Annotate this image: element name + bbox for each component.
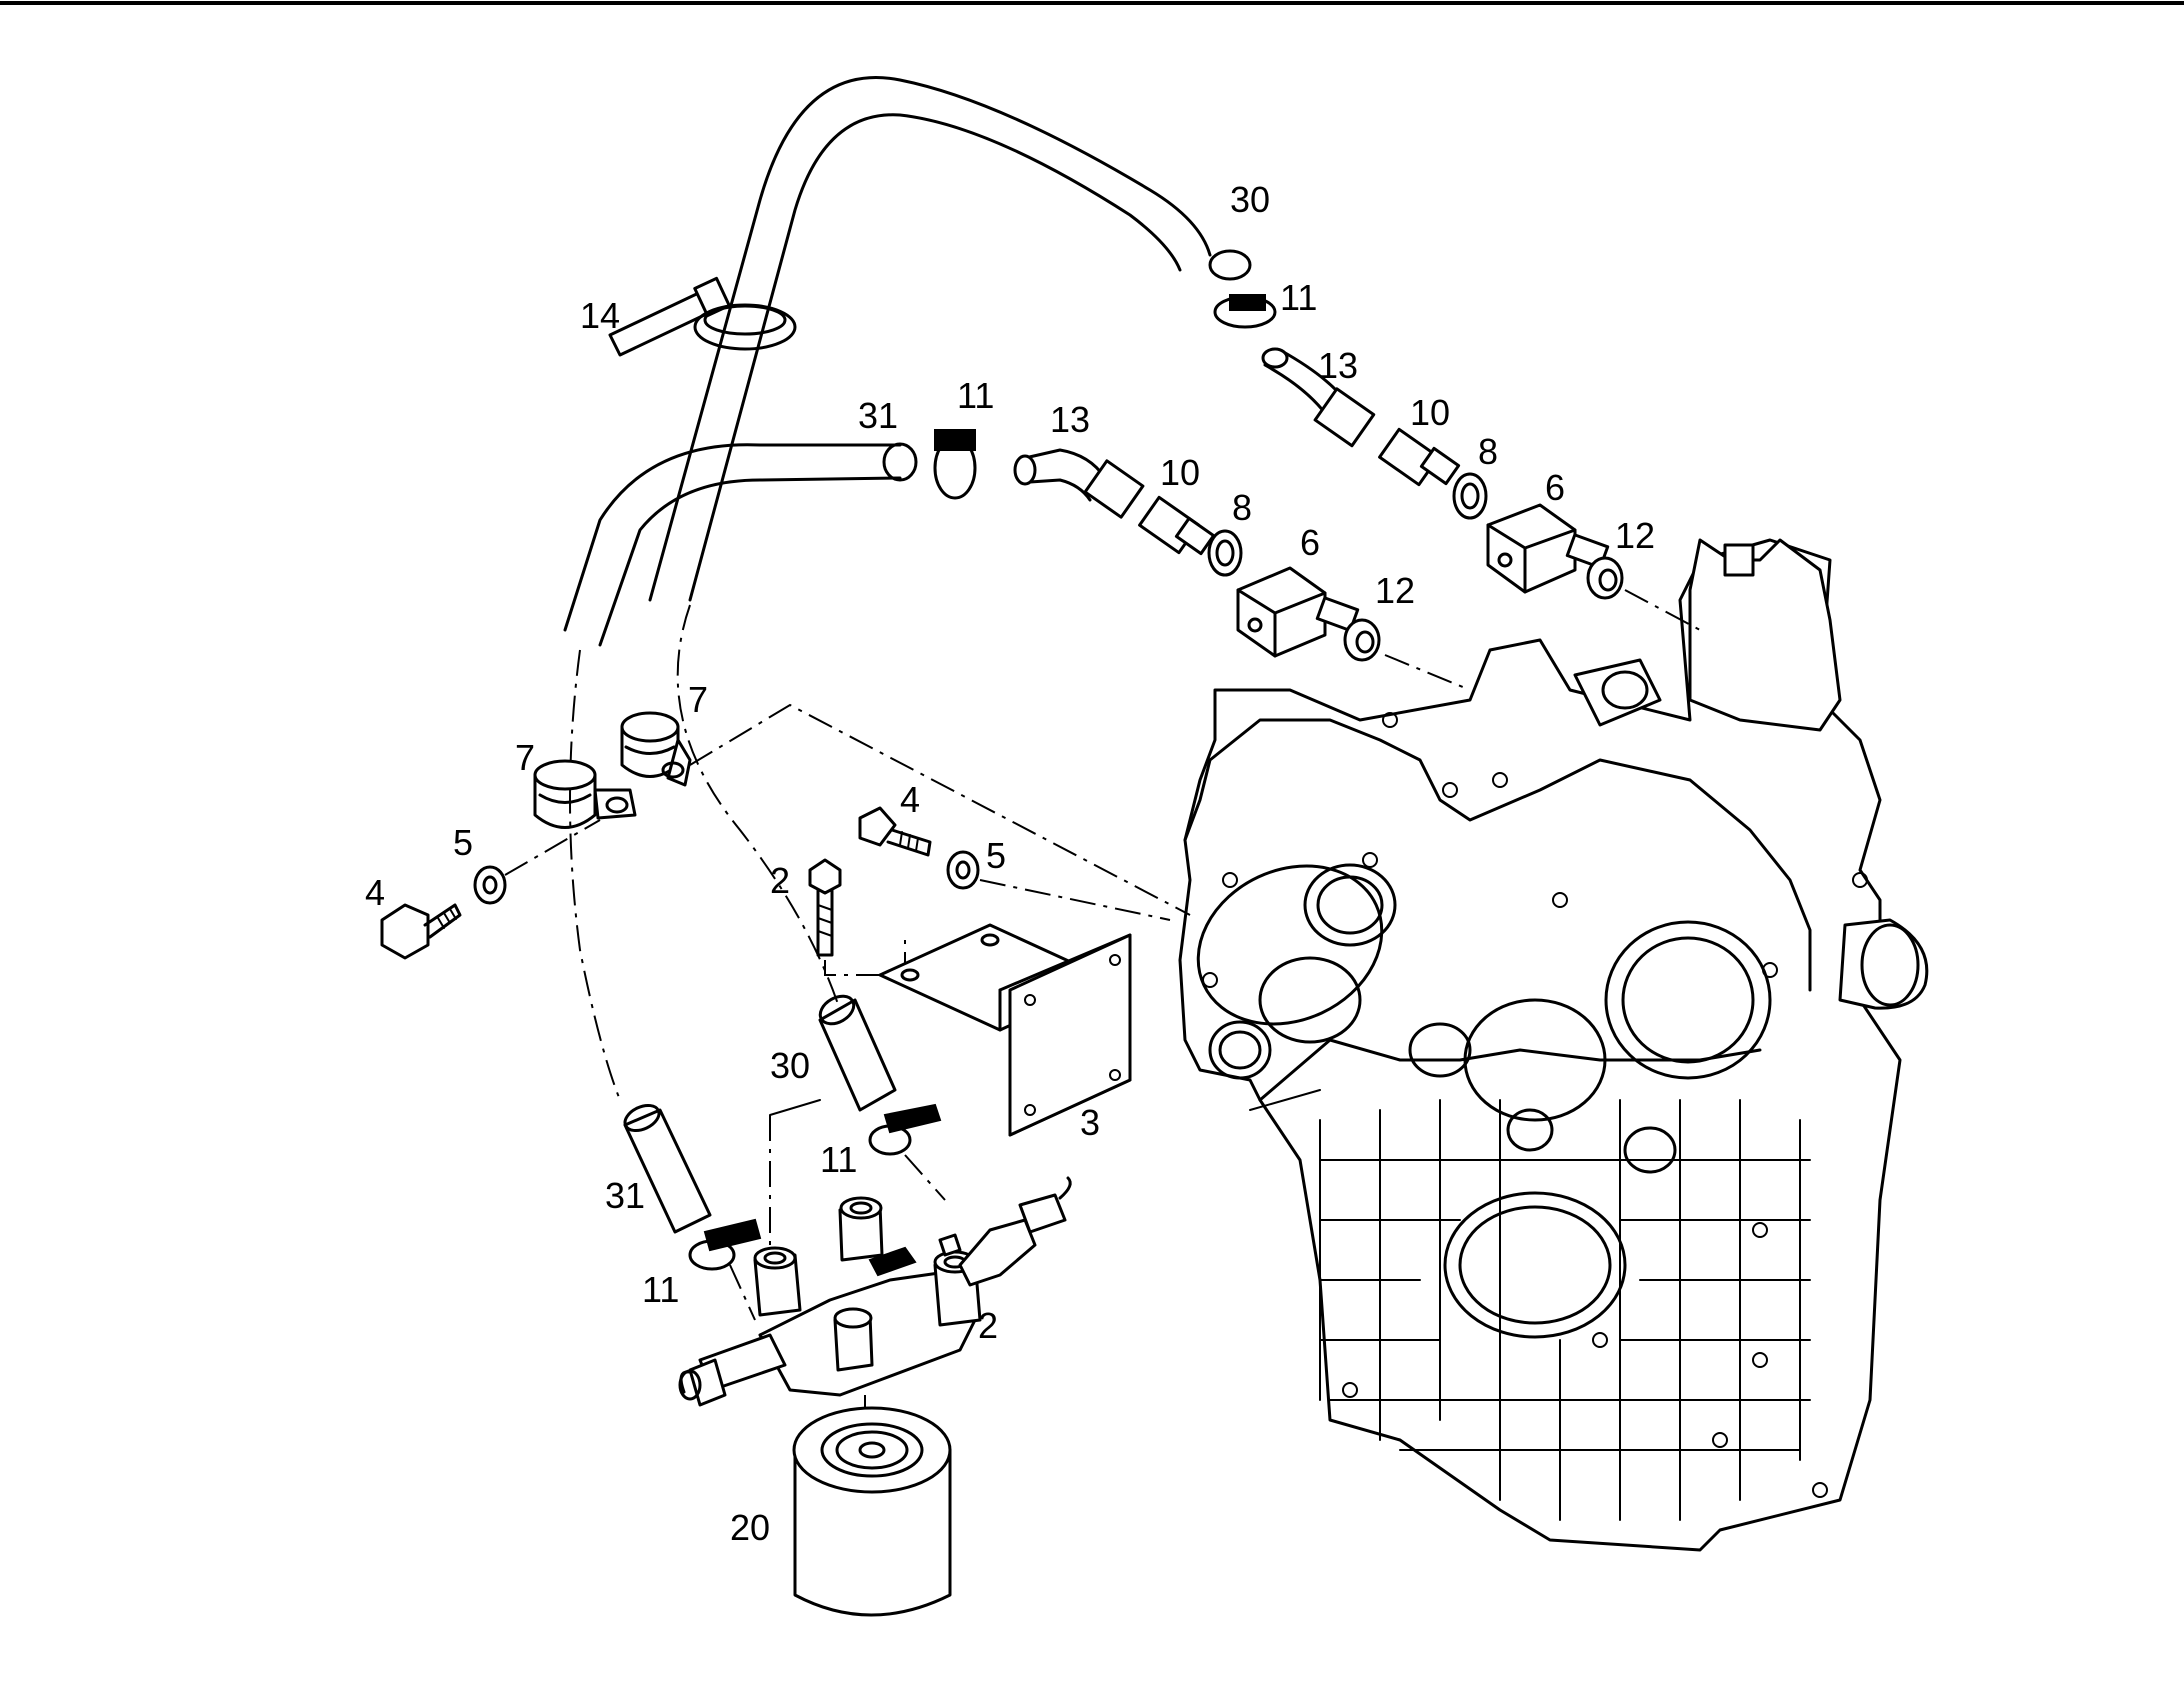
bolt-2-upper — [808, 858, 842, 957]
label-12-middle: 12 — [1375, 570, 1415, 611]
leader-30-lower-tick — [769, 1099, 821, 1116]
bolt-4-left — [380, 903, 462, 960]
leader-12-top — [1624, 589, 1701, 631]
clip-7-right — [620, 711, 692, 787]
block-6-top — [1486, 503, 1610, 594]
leader-5-middle — [979, 879, 1171, 921]
label-2-bolt: 2 — [770, 860, 790, 901]
engine-timing-case — [1178, 538, 1929, 1552]
label-11-middle: 11 — [957, 375, 994, 416]
elbow-13-middle — [1013, 448, 1145, 519]
hose-30-lower — [818, 994, 897, 1112]
leader-11-bottom — [729, 1264, 756, 1321]
label-7-right: 7 — [688, 679, 708, 720]
label-31-top: 31 — [858, 395, 898, 436]
label-11-bottom: 11 — [642, 1269, 679, 1310]
label-13-middle: 13 — [1050, 399, 1090, 440]
clamp-11-right — [868, 1103, 942, 1156]
leader-12-middle — [1384, 654, 1471, 691]
label-13-top: 13 — [1318, 345, 1358, 386]
label-4-left: 4 — [365, 872, 385, 913]
label-31-bottom: 31 — [605, 1175, 645, 1216]
leader-30-upper-down — [676, 604, 841, 1011]
nut-12-middle — [1343, 618, 1381, 662]
leader-2-bolt — [824, 940, 906, 976]
label-10-top: 10 — [1410, 392, 1450, 433]
label-30-top: 30 — [1230, 179, 1270, 220]
hose-31-upper — [563, 442, 918, 647]
label-6-top: 6 — [1545, 467, 1565, 508]
label-5-left: 5 — [453, 822, 473, 863]
nut-12-top — [1586, 556, 1624, 600]
hose-31-lower — [623, 1103, 712, 1234]
washer-5-left — [473, 865, 507, 905]
label-3: 3 — [1080, 1102, 1100, 1143]
filter-head-2 — [678, 1176, 1072, 1407]
label-5-middle: 5 — [986, 835, 1006, 876]
washer-5-middle — [946, 850, 980, 890]
block-6-middle — [1236, 566, 1360, 658]
adapter-10-middle — [1138, 495, 1216, 556]
label-11-top: 11 — [1280, 277, 1317, 318]
bolt-4-middle — [858, 806, 932, 857]
label-20: 20 — [730, 1507, 770, 1548]
washer-8-top — [1452, 472, 1488, 520]
label-7-left: 7 — [515, 737, 535, 778]
adapter-10-top — [1378, 427, 1461, 487]
part-labels: 30 11 13 10 8 6 12 14 31 11 13 10 8 6 12… — [365, 179, 1655, 1548]
label-6-middle: 6 — [1300, 522, 1320, 563]
clamp-11-middle — [933, 429, 977, 500]
label-12-top: 12 — [1615, 515, 1655, 556]
label-30-bottom: 30 — [770, 1045, 810, 1086]
leader-31-upper-down — [569, 649, 621, 1101]
strap-14 — [608, 276, 797, 357]
clamp-11-top — [1213, 294, 1277, 329]
label-10-middle: 10 — [1160, 452, 1200, 493]
leader-5-left — [504, 819, 601, 876]
leader-11-right — [904, 1154, 946, 1201]
label-11-right: 11 — [820, 1139, 857, 1180]
label-2-filter-head: 2 — [978, 1305, 998, 1346]
bracket-3 — [878, 923, 1132, 1137]
label-8-top: 8 — [1478, 431, 1498, 472]
label-14: 14 — [580, 295, 620, 336]
hose-30-upper — [648, 76, 1252, 602]
clamp-11-bottom — [688, 1218, 762, 1271]
elbow-13-top — [1261, 347, 1376, 448]
oil-filter-20 — [792, 1406, 952, 1617]
label-8-middle: 8 — [1232, 487, 1252, 528]
leader-clip7-to-housing — [689, 703, 1191, 916]
clip-7-left — [533, 759, 637, 829]
washer-8-middle — [1207, 529, 1243, 577]
label-4-middle: 4 — [900, 779, 920, 820]
